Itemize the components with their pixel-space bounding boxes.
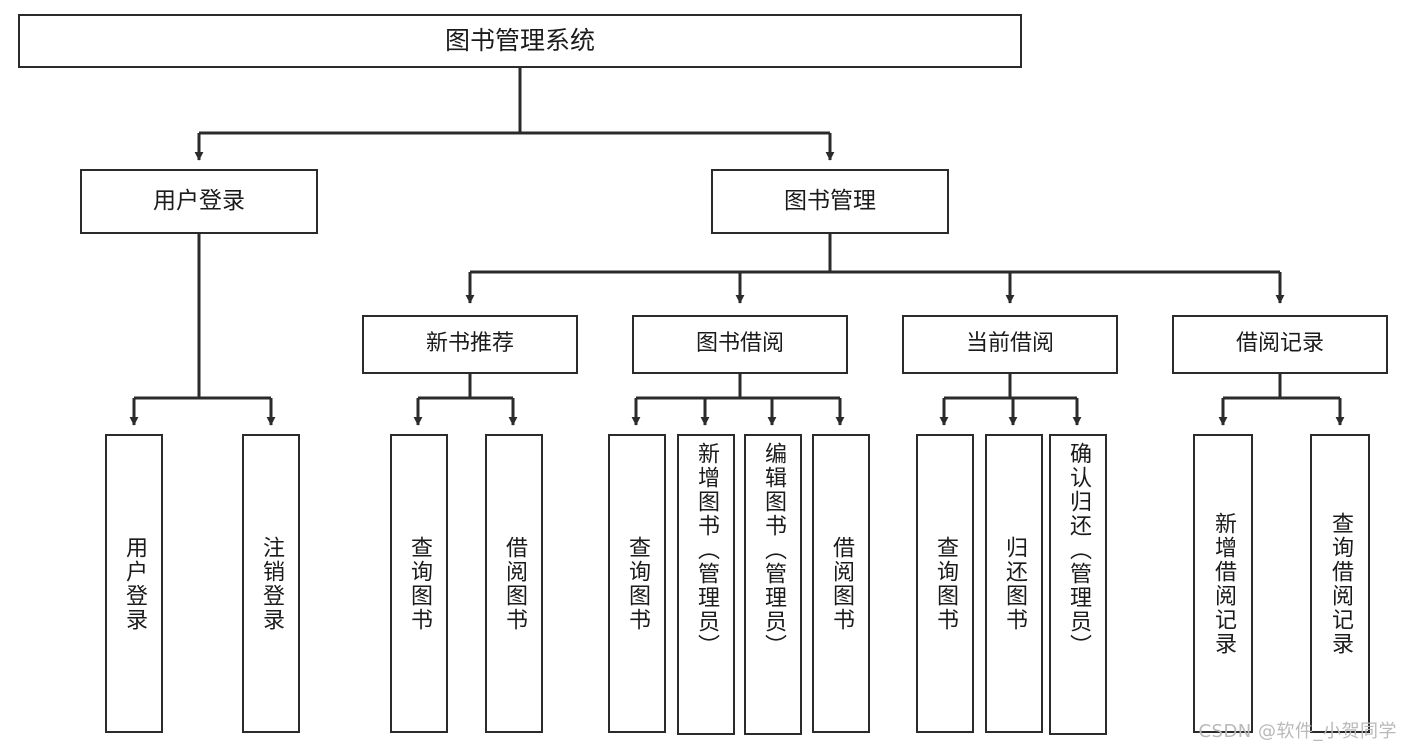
- node-leaf-query-book-recommend[interactable]: 查询图书: [390, 434, 448, 733]
- node-label: 查询图书: [933, 535, 958, 632]
- node-label: 当前借阅: [965, 331, 1054, 357]
- node-label: 借阅记录: [1235, 331, 1324, 357]
- node-label: 借阅图书: [502, 535, 527, 632]
- node-label: 查询借阅记录: [1328, 511, 1353, 656]
- node-book-management[interactable]: 图书管理: [711, 169, 949, 234]
- node-label: 新增图书（管理员）: [694, 442, 719, 658]
- node-leaf-user-login[interactable]: 用户登录: [105, 434, 163, 733]
- csdn-watermark: CSDN @软件_小贺同学: [1198, 721, 1397, 742]
- node-label: 查询图书: [625, 535, 650, 632]
- node-label: 用户登录: [153, 187, 245, 214]
- node-leaf-borrow-book[interactable]: 借阅图书: [812, 434, 870, 733]
- node-label: 编辑图书（管理员）: [761, 442, 786, 658]
- node-leaf-query-book-borrow[interactable]: 查询图书: [608, 434, 666, 733]
- node-leaf-borrow-book-recommend[interactable]: 借阅图书: [485, 434, 543, 733]
- node-label: 用户登录: [122, 535, 147, 632]
- node-user-login[interactable]: 用户登录: [80, 169, 318, 234]
- node-label: 图书管理: [784, 187, 876, 214]
- node-leaf-logout[interactable]: 注销登录: [242, 434, 300, 733]
- node-leaf-add-book-admin[interactable]: 新增图书（管理员）: [677, 434, 735, 735]
- node-book-borrow[interactable]: 图书借阅: [632, 315, 848, 374]
- node-label: 图书借阅: [695, 331, 784, 357]
- node-new-book-recommend[interactable]: 新书推荐: [362, 315, 578, 374]
- node-label: 注销登录: [259, 535, 284, 632]
- node-leaf-query-book-current[interactable]: 查询图书: [916, 434, 974, 733]
- node-root-book-management-system[interactable]: 图书管理系统: [18, 14, 1022, 68]
- node-label: 归还图书: [1002, 535, 1027, 632]
- node-leaf-return-book[interactable]: 归还图书: [985, 434, 1043, 733]
- node-label: 图书管理系统: [444, 26, 595, 55]
- node-borrow-record[interactable]: 借阅记录: [1172, 315, 1388, 374]
- node-label: 新书推荐: [425, 331, 514, 357]
- node-current-borrow[interactable]: 当前借阅: [902, 315, 1118, 374]
- node-leaf-query-borrow-record[interactable]: 查询借阅记录: [1310, 434, 1370, 733]
- node-label: 新增借阅记录: [1211, 511, 1236, 656]
- node-leaf-add-borrow-record[interactable]: 新增借阅记录: [1193, 434, 1253, 733]
- node-leaf-confirm-return-admin[interactable]: 确认归还（管理员）: [1049, 434, 1107, 735]
- node-leaf-edit-book-admin[interactable]: 编辑图书（管理员）: [744, 434, 802, 735]
- node-label: 查询图书: [407, 535, 432, 632]
- node-label: 借阅图书: [829, 535, 854, 632]
- node-label: 确认归还（管理员）: [1066, 442, 1091, 658]
